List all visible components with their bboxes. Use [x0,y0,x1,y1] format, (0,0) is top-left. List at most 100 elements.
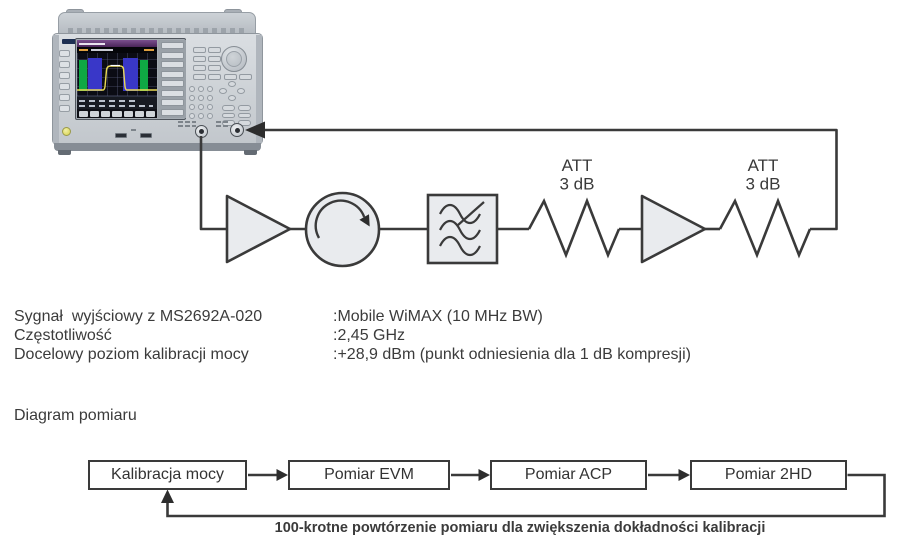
spectrum-trace [77,64,157,91]
flow-step-evm-measurement: Pomiar EVM [288,460,450,490]
brand-logo [62,39,86,44]
softkey [160,80,184,87]
menu-key [79,110,89,117]
flow-arrowhead-2 [478,469,490,481]
attenuator-1-label: ATT [562,156,593,175]
numeric-key [189,113,195,119]
numeric-key [198,113,204,119]
connector-label [216,121,230,123]
panel-left-pillar [53,35,59,143]
circulator-symbol [304,191,381,268]
function-key [193,74,206,80]
connector-label [216,125,230,127]
spectrum-bar-green [140,60,148,91]
numeric-key [198,86,204,92]
spec-value: :2,45 GHz [333,327,406,344]
panel-key [59,50,70,57]
analyzer-foot-right [244,150,257,155]
flow-arrowhead-3 [678,469,690,481]
display-title-text [79,42,105,45]
flow-step-acp-measurement: Pomiar ACP [490,460,647,490]
panel-key [59,94,70,101]
circulator-arrowhead [359,214,370,227]
result-table [77,96,157,109]
panel-key [222,112,235,118]
info-dash [144,49,154,51]
spectrum-display [77,40,157,118]
power-button [61,126,71,136]
connector-label [178,121,196,123]
amplifier-2-symbol [640,194,707,264]
connector-label [178,125,196,127]
amplifier-1-symbol [225,194,292,264]
panel-key [222,105,235,111]
spec-row: Częstotliwość :2,45 GHz [14,326,691,345]
numeric-key [189,95,195,101]
panel-key [59,83,70,90]
function-key [208,56,221,62]
table-row-text [79,100,139,102]
flow-step-power-calibration: Kalibracja mocy [88,460,247,490]
numeric-key [189,86,195,92]
analyzer-foot-left [58,150,71,155]
filter-wave [439,219,481,241]
softkey-column [158,40,186,118]
numeric-key [207,86,213,92]
numeric-key [198,95,204,101]
spec-label: Docelowy poziom kalibracji mocy [14,346,249,363]
loop-arrowhead [161,489,174,503]
rf-output-core [198,128,204,134]
info-dash [79,49,88,51]
spec-value: :+28,9 dBm (punkt odniesienia dla 1 dB k… [333,346,691,363]
menu-key [123,110,133,117]
analyzer-screen-assembly [75,38,186,120]
spectrum-bar-green [79,60,87,91]
function-key [193,56,206,62]
attenuator-1-value: 3 dB [560,175,595,194]
spec-row: Sygnał wyjściowy z MS2692A-020 :Mobile W… [14,307,691,326]
table-row-text [79,105,153,107]
arrow-right-key [237,88,245,94]
circulator-arrow [314,199,366,239]
function-key [208,47,221,53]
panel-key [59,61,70,68]
attenuator-1-symbol [527,197,621,259]
arrow-up-key [228,81,236,87]
arrow-down-key [228,95,236,101]
function-key [208,74,221,80]
softkey [160,108,184,116]
spectrum-plot [77,53,157,96]
flow-step-2hd-measurement: Pomiar 2HD [690,460,847,490]
function-key [193,65,206,71]
numeric-key [207,104,213,110]
softkey [160,70,184,78]
analyzer-bottom-rail [54,143,261,151]
usb-port [115,133,127,138]
softkey [160,89,184,97]
signal-specs: Sygnał wyjściowy z MS2692A-020 :Mobile W… [14,307,691,364]
display-title-bar [77,40,157,47]
softkey [160,99,184,106]
wire-feedback-loop [263,128,838,231]
lowpass-filter-symbol [426,193,499,265]
usb-icon [131,129,138,131]
function-key [239,74,252,80]
signal-analyzer [52,9,263,155]
softkey [160,61,184,68]
menu-key [145,110,155,117]
rf-input-core [234,127,240,133]
panel-right-pillar [256,35,262,143]
attenuator-2-symbol [718,197,812,259]
display-info-row [77,47,157,53]
function-key [224,74,237,80]
softkey [160,42,184,49]
loop-label: 100-krotne powtórzenie pomiaru dla zwięk… [274,520,766,536]
menu-key [134,110,144,117]
panel-key [238,105,251,111]
panel-key [238,112,251,118]
panel-key [59,105,70,112]
softkey [160,51,184,59]
numeric-key [198,104,204,110]
spectrum-bar-blue [123,58,138,91]
